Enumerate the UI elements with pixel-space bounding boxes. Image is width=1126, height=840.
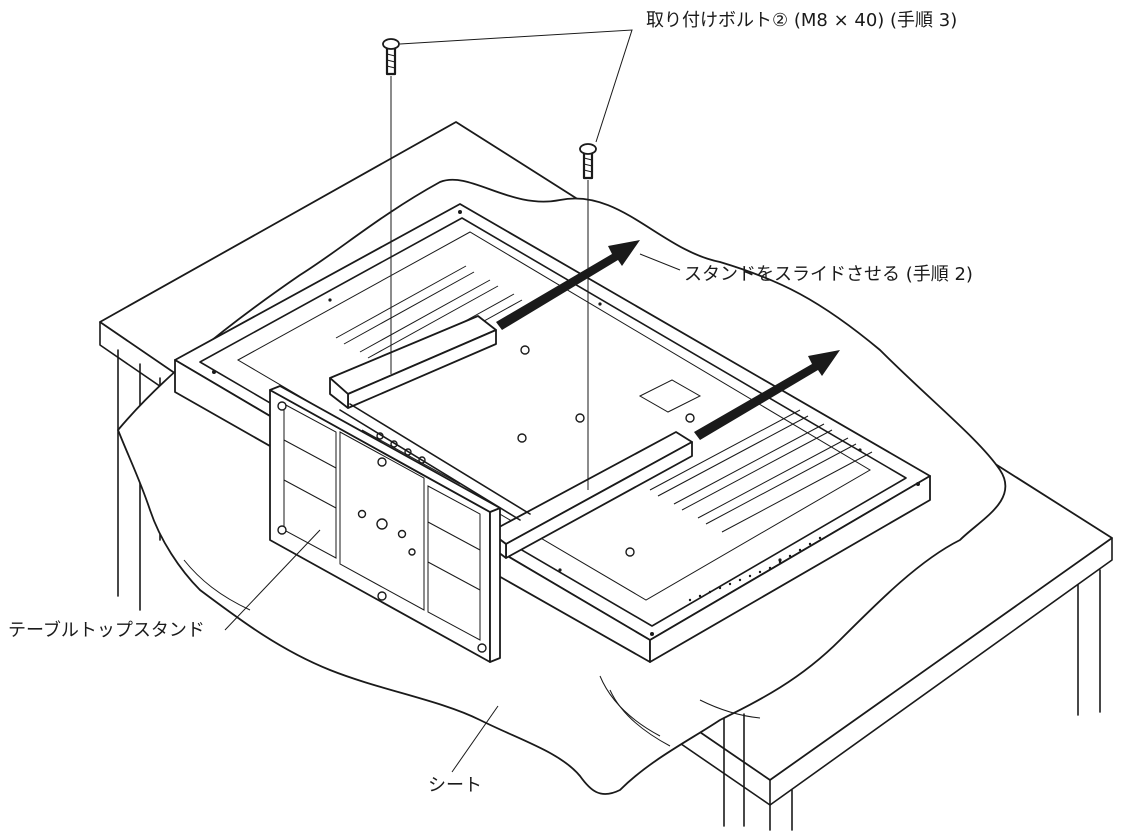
- slide-arrow-lower: [694, 350, 840, 440]
- mounting-bolt-2: [579, 143, 597, 180]
- bolt-label: 取り付けボルト② (M8 × 40) (手順 3): [646, 10, 958, 31]
- leader-slide: [639, 253, 681, 271]
- mounting-bolt-1: [382, 38, 400, 76]
- speaker-grille: [688, 536, 822, 602]
- stand-arm-upper: [329, 315, 497, 409]
- slide-label: スタンドをスライドさせる (手順 2): [684, 264, 973, 285]
- sheet-label: シート: [428, 775, 482, 796]
- leader-sheet: [451, 705, 499, 773]
- stand-label: テーブルトップスタンド: [8, 620, 205, 641]
- slide-arrow-upper: [496, 240, 640, 330]
- leader-stand: [224, 529, 321, 631]
- tabletop-stand: [269, 385, 501, 663]
- leader-bolt: [399, 29, 633, 143]
